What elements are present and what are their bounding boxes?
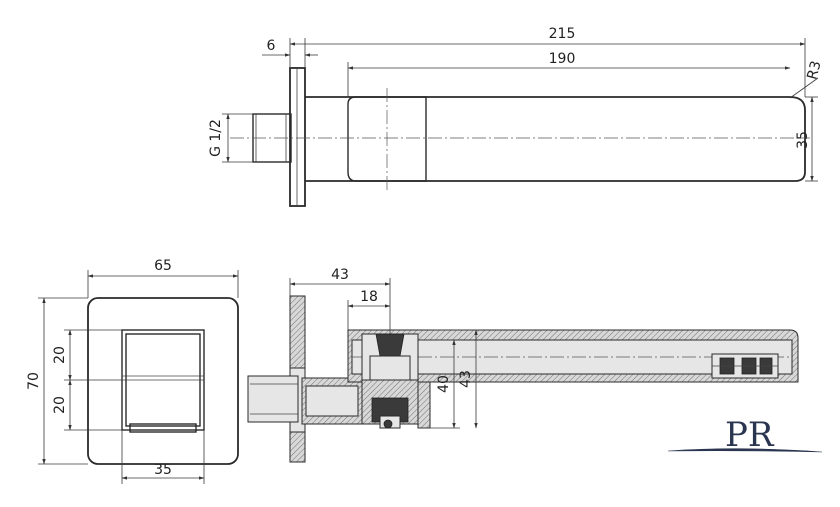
dim-depth-18: 18 [360, 289, 378, 305]
dim-overall-length: 215 [549, 26, 576, 42]
dim-gap-top: 20 [52, 346, 68, 364]
dim-face-width: 35 [154, 462, 172, 478]
dim-height-43: 43 [458, 370, 474, 388]
dim-gap-bottom: 20 [52, 396, 68, 414]
cover-plate [87, 297, 239, 465]
front-view: 65 70 20 20 35 [26, 258, 239, 484]
dim-radius: R3 [804, 59, 824, 81]
section-view: 43 18 40 43 [247, 267, 799, 463]
dim-spout-height: 35 [795, 131, 811, 149]
top-view: 215 6 190 R3 35 G 1/2 [208, 26, 825, 207]
dim-spout-length: 190 [549, 51, 576, 67]
inlet-pipe [247, 375, 299, 423]
dim-plate-thickness: 6 [267, 38, 276, 54]
brand-logo: PR [667, 415, 823, 455]
spout-body-top [305, 96, 806, 182]
dim-thread: G 1/2 [208, 119, 224, 157]
logo-text: PR [725, 415, 775, 455]
spout-recess [347, 96, 427, 182]
dim-height-40: 40 [436, 375, 452, 393]
dim-cover-width: 65 [154, 258, 172, 274]
dim-cover-height: 70 [26, 372, 42, 390]
dim-depth-43: 43 [331, 267, 349, 283]
wall-plate-top [289, 67, 306, 207]
